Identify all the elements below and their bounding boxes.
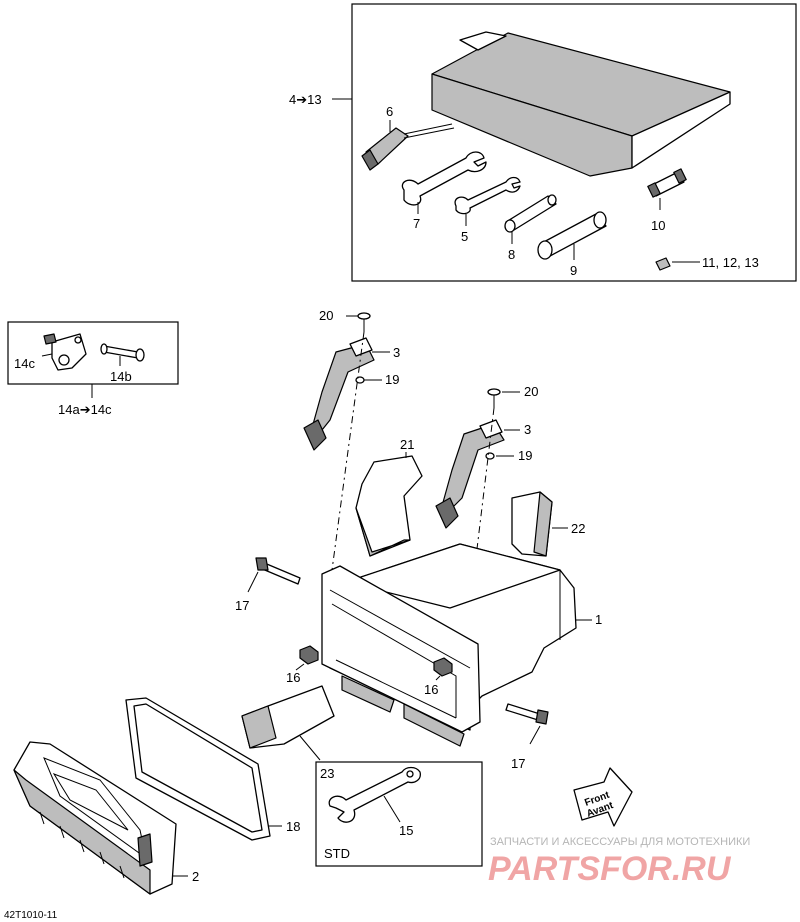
tool-pouch <box>431 31 731 177</box>
callout-11-12-13: 11, 12, 13 <box>702 255 759 270</box>
callout-16-right: 16 <box>424 682 438 697</box>
bracket-bolt <box>100 343 145 362</box>
callout-14c: 14c <box>14 356 35 371</box>
callout-19-right: 19 <box>518 448 532 463</box>
nut-16-left <box>299 645 319 665</box>
storage-bin-1 <box>321 543 577 747</box>
fuse <box>647 168 687 198</box>
wrench-small <box>454 176 521 215</box>
gasket-18 <box>125 697 271 841</box>
callout-4-13: 4➔13 <box>289 92 322 107</box>
std-label: STD <box>324 846 350 861</box>
watermark-tagline: ЗАПЧАСТИ И АКСЕССУАРЫ ДЛЯ МОТОТЕХНИКИ <box>490 836 750 848</box>
callout-19-left: 19 <box>385 372 399 387</box>
bracket-kit-frame <box>7 321 179 385</box>
callout-3-right: 3 <box>524 422 531 437</box>
callout-21: 21 <box>400 437 414 452</box>
washer-19-right <box>485 452 495 460</box>
callout-9: 9 <box>570 263 577 278</box>
screw-20-left <box>357 312 371 332</box>
callout-3-left: 3 <box>393 345 400 360</box>
figure-code: 42T1010-11 <box>4 910 58 921</box>
bolt-17-left <box>255 557 301 585</box>
watermark-brand: PARTSFOR.RU <box>488 850 732 888</box>
insulation-sheet-23 <box>241 685 335 749</box>
screwdriver <box>361 123 455 171</box>
callout-14a-14c: 14a➔14c <box>58 402 112 417</box>
handle-left <box>303 337 375 451</box>
std-frame <box>315 761 483 867</box>
mini-fuse <box>655 257 671 271</box>
bracket <box>43 333 87 371</box>
cover-2 <box>13 741 177 895</box>
spark-plug-socket-small <box>504 194 557 233</box>
spanner-15 <box>328 766 421 823</box>
callout-8: 8 <box>508 247 515 262</box>
callout-18: 18 <box>286 819 300 834</box>
callout-20-right: 20 <box>524 384 538 399</box>
foam-pad-22 <box>511 491 553 557</box>
callout-14b: 14b <box>110 369 132 384</box>
handle-right <box>435 419 505 529</box>
callout-15: 15 <box>399 823 413 838</box>
front-direction-arrow: Front Avant <box>573 767 633 827</box>
wrench-large <box>401 151 487 206</box>
callout-6: 6 <box>386 104 393 119</box>
callout-17-right: 17 <box>511 756 525 771</box>
screw-20-right <box>487 388 501 408</box>
callout-17-left: 17 <box>235 598 249 613</box>
callout-1: 1 <box>595 612 602 627</box>
callout-2: 2 <box>192 869 199 884</box>
nut-16-right <box>433 657 453 677</box>
insulation-sheet-21 <box>355 455 423 557</box>
spark-plug-socket-large <box>537 211 607 260</box>
callout-7: 7 <box>413 216 420 231</box>
callout-10: 10 <box>651 218 665 233</box>
washer-19-left <box>355 376 365 384</box>
callout-20-left: 20 <box>319 308 333 323</box>
callout-23: 23 <box>320 766 334 781</box>
callout-16-left: 16 <box>286 670 300 685</box>
callout-22: 22 <box>571 521 585 536</box>
bolt-17-right <box>505 703 549 725</box>
callout-5: 5 <box>461 229 468 244</box>
tool-kit-frame <box>351 3 797 282</box>
